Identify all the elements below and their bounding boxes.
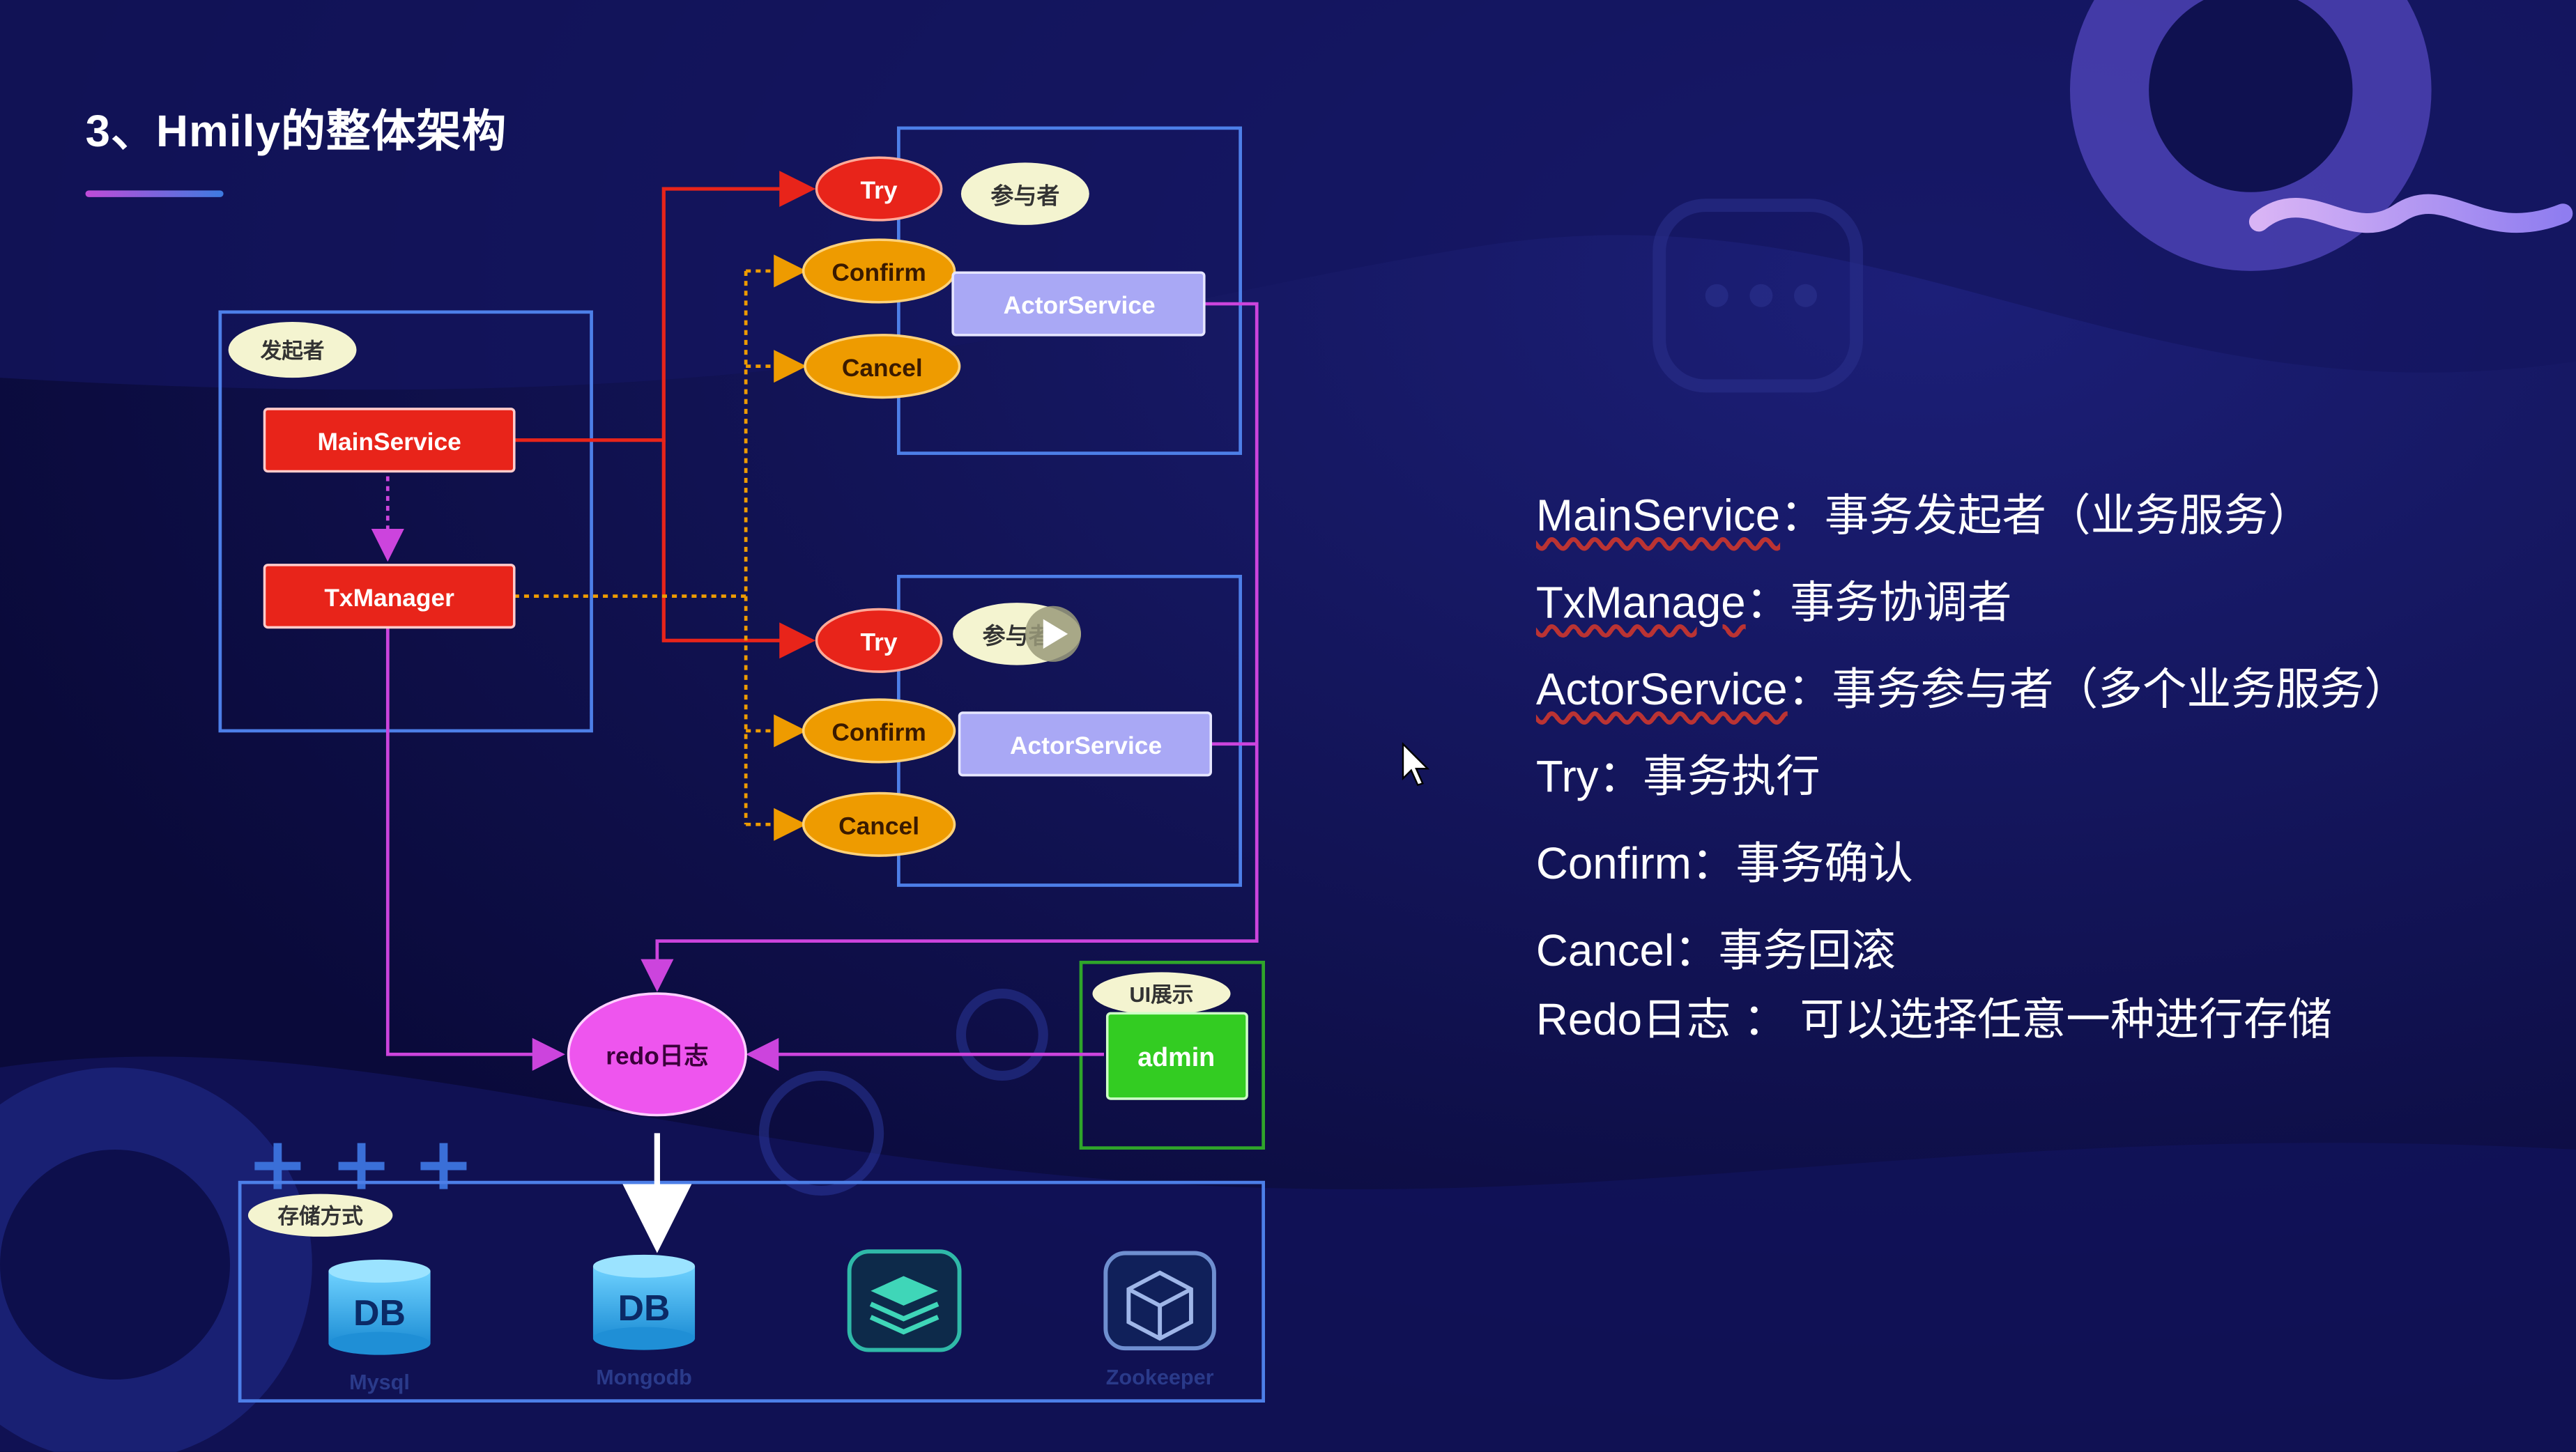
database-icon: DB [592,1254,696,1350]
tx-manager-node [263,564,516,629]
legend-desc: 事务发起者（业务服务） [1824,491,2313,541]
legend-term: Try [1535,752,1599,802]
actor-service-label-2: ActorService [1010,732,1162,759]
title-underline [85,190,224,197]
admin-label: admin [1137,1042,1215,1072]
legend-term: Confirm [1535,839,1692,889]
ui-tag [1092,972,1231,1015]
redo-log-label: redo日志 [606,1042,708,1069]
legend-term: Redo日志 [1535,995,1731,1045]
admin-node [1105,1012,1248,1100]
legend-item: Cancel：事务回滚 [1535,926,1896,976]
mongodb-db-glyph: DB [618,1288,670,1328]
initiator-tag [228,322,357,378]
legend-item: Try：事务执行 [1535,752,1820,802]
main-service-label: MainService [318,428,461,456]
redo-log-node [567,992,747,1117]
play-triangle-icon [1043,619,1068,649]
cancel-label-1: Cancel [842,355,923,382]
legend-item: MainService：事务发起者（业务服务） [1535,491,2313,541]
legend-desc: 事务回滚 [1718,926,1896,976]
try-node-2 [815,608,943,673]
legend-desc: 事务参与者（多个业务服务） [1832,665,2409,715]
try-node-1 [815,156,943,222]
cancel-node-2 [802,791,956,857]
legend-item: TxManage：事务协调者 [1535,578,2012,628]
cancel-node-1 [804,334,961,399]
confirm-node-2 [802,698,956,764]
main-to-try2-line [661,440,816,659]
zookeeper-label: Zookeeper [1106,1366,1214,1389]
legend-desc: 可以选择任意一种进行存储 [1787,995,2333,1045]
ui-tag-label: UI展示 [1130,983,1194,1007]
confirm-label-1: Confirm [831,259,926,286]
legend-item: Confirm：事务确认 [1535,839,1913,889]
legend-term: TxManage [1535,578,1746,628]
legend-term: ActorService [1535,665,1788,715]
storage-frame [238,1180,1266,1403]
actor-service-node-2 [958,711,1212,777]
main-to-try1-line [514,171,816,442]
mysql-label: Mysql [349,1370,410,1394]
legend-term: Cancel [1535,926,1675,976]
zookeeper-cube-icon [1103,1251,1216,1351]
cancel-label-2: Cancel [838,812,919,840]
txmanager-to-redo-line [385,627,565,1071]
tx-manager-label: TxManager [324,585,454,612]
participant-tag-label-1: 参与者 [990,183,1059,208]
actor-to-redo-line [641,302,1259,992]
storage-tag-label: 存储方式 [277,1204,363,1228]
actor-service-node-1 [951,271,1206,337]
legend-desc: 事务执行 [1643,752,1820,802]
actor-service-label-1: ActorService [1004,292,1156,319]
try-label-1: Try [861,177,898,204]
initiator-tag-label: 发起者 [260,339,325,363]
try-label-2: Try [861,628,898,656]
storage-tag [247,1194,393,1237]
legend-item: Redo日志 ： 可以选择任意一种进行存储 [1535,995,2333,1045]
legend-term: MainService [1535,491,1781,541]
slide-title: 3、Hmily的整体架构 [85,107,507,156]
confirm-node-1 [802,238,956,304]
confirm-label-2: Confirm [831,719,926,746]
redis-stack-icon [847,1249,962,1352]
legend-item: ActorService：事务参与者（多个业务服务） [1535,665,2409,715]
initiator-frame [218,310,593,733]
mysql-db-glyph: DB [353,1292,406,1333]
participant-tag-1 [960,162,1089,225]
legend-desc: 事务确认 [1735,839,1913,889]
mongodb-label: Mongodb [596,1366,692,1389]
main-service-node [263,408,516,473]
database-icon: DB [328,1259,431,1355]
mouse-cursor-icon [1402,742,1430,787]
legend-desc: 事务协调者 [1790,578,2012,628]
